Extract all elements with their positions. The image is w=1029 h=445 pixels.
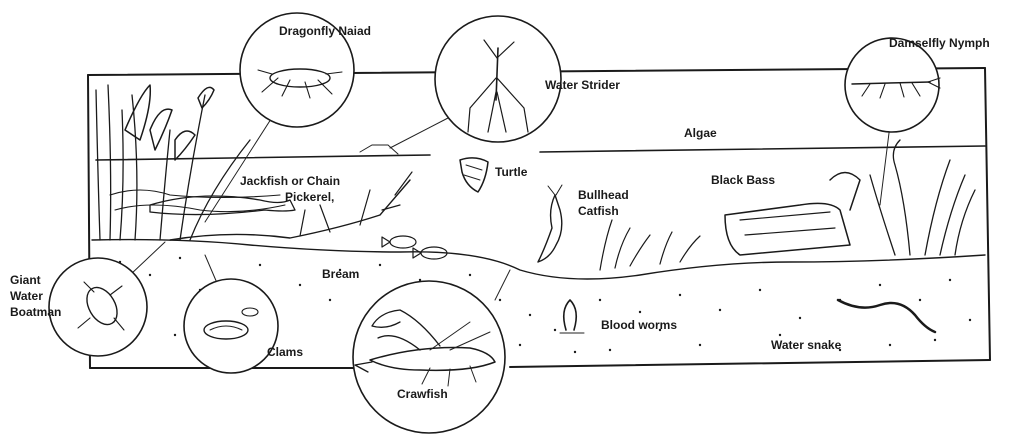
label-algae: Algae — [684, 126, 717, 140]
callout-clams — [184, 279, 278, 373]
label-dragonfly-naiad: Dragonfly Naiad — [279, 24, 371, 38]
label-water-snake: Water snake — [771, 338, 842, 352]
label-bullhead-line2: Catfish — [578, 204, 619, 218]
callout-giant-water-boatman — [49, 258, 147, 356]
label-blood-worms: Blood worms — [601, 318, 677, 332]
water-snake — [838, 300, 935, 332]
label-damselfly-nymph: Damselfly Nymph — [889, 36, 990, 50]
label-giant-line1: Giant — [10, 273, 41, 287]
callout-crawfish — [353, 281, 505, 433]
label-giant-line2: Water — [10, 289, 43, 303]
callout-water-strider — [435, 16, 561, 142]
label-giant-line3: Boatman — [10, 305, 61, 319]
label-crawfish: Crawfish — [397, 387, 448, 401]
bullhead-catfish — [538, 185, 562, 262]
label-jackfish-line2: Pickerel, — [285, 190, 334, 204]
label-black-bass: Black Bass — [711, 173, 775, 187]
turtle — [460, 158, 488, 192]
label-clams: Clams — [267, 345, 303, 359]
label-bream: Bream — [322, 267, 359, 281]
water-surface — [96, 145, 985, 160]
callout-damselfly-nymph — [845, 38, 940, 132]
bream-fish — [382, 236, 447, 259]
label-turtle: Turtle — [495, 165, 528, 179]
label-water-strider: Water Strider — [545, 78, 620, 92]
blood-worms — [560, 300, 584, 333]
label-bullhead-line1: Bullhead — [578, 188, 629, 202]
label-jackfish-line1: Jackfish or Chain — [240, 174, 340, 188]
